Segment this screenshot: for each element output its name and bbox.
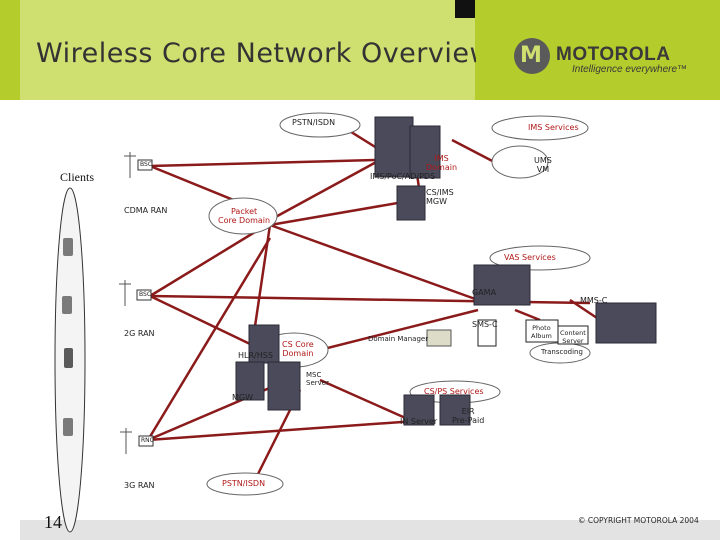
brand-name: MOTOROLA: [556, 44, 671, 65]
page-number: 14: [44, 512, 62, 532]
mms-c-label: MMS-C: [580, 296, 608, 305]
ums-vm-label: UMS VM: [534, 156, 552, 174]
in-server-label: IN Server: [400, 417, 438, 426]
2g-ran-label: 2G RAN: [124, 329, 155, 338]
bsc-label: BSC: [140, 161, 153, 168]
brand-tagline: Intelligence everywhere™: [572, 64, 688, 75]
vas-services-label: VAS Services: [504, 253, 556, 262]
ims-services-label: IMS Services: [528, 123, 579, 132]
bsc2-label: BSC: [139, 291, 152, 298]
mgw-label: MGW: [232, 393, 254, 402]
eir-prepaid-label: EIR Pre-Paid: [452, 407, 485, 425]
cdma-ran-label: CDMA RAN: [124, 206, 168, 215]
motorola-logo-icon: M: [514, 38, 550, 74]
msc-server-label: MSC Server: [306, 371, 329, 387]
photo-album-label: Photo Album: [531, 324, 552, 340]
domain-manager-label: Domain Manager: [368, 335, 429, 343]
content-server-box: [557, 325, 589, 345]
handset-icon: [64, 348, 73, 368]
cs-ims-mgw-label: CS/IMS MGW: [426, 188, 454, 206]
content-server-label: Content Server: [560, 329, 586, 345]
pstn-bottom-label: PSTN/ISDN: [222, 479, 266, 488]
base-station-tower-icon: [119, 152, 136, 454]
copyright-notice: © COPYRIGHT MOTOROLA 2004: [578, 516, 699, 525]
handset-icon: [62, 296, 72, 314]
equipment-racks: [235, 116, 657, 426]
sms-c-device: [477, 319, 497, 347]
domain-manager-device: [426, 329, 452, 347]
packet-core-label: Packet Core Domain: [218, 207, 271, 225]
sms-c-label: SMS-C: [472, 320, 498, 329]
clients-label: Clients: [60, 170, 95, 184]
rnc-label: RNC: [141, 437, 154, 444]
header-accent: [455, 0, 475, 18]
pstn-top-label: PSTN/ISDN: [292, 118, 336, 127]
slide-title: Wireless Core Network Overview: [36, 38, 493, 69]
3g-ran-label: 3G RAN: [124, 481, 155, 490]
gama-label: GAMA: [472, 288, 497, 297]
handset-icon: [63, 418, 73, 436]
title-panel: [20, 0, 475, 100]
controller-boxes: [136, 159, 154, 447]
cs-ps-services-label: CS/PS Services: [424, 387, 484, 396]
ims-domain-label: IMS Domain: [426, 154, 458, 172]
hlr-hss-label: HLR/HSS: [238, 351, 273, 360]
transcoding-label: Transcoding: [541, 348, 583, 356]
ims-stack-label: IMS/PoC/AD/PDS: [370, 172, 436, 181]
cs-core-label: CS Core Domain: [282, 340, 314, 358]
handset-icon: [63, 238, 73, 256]
